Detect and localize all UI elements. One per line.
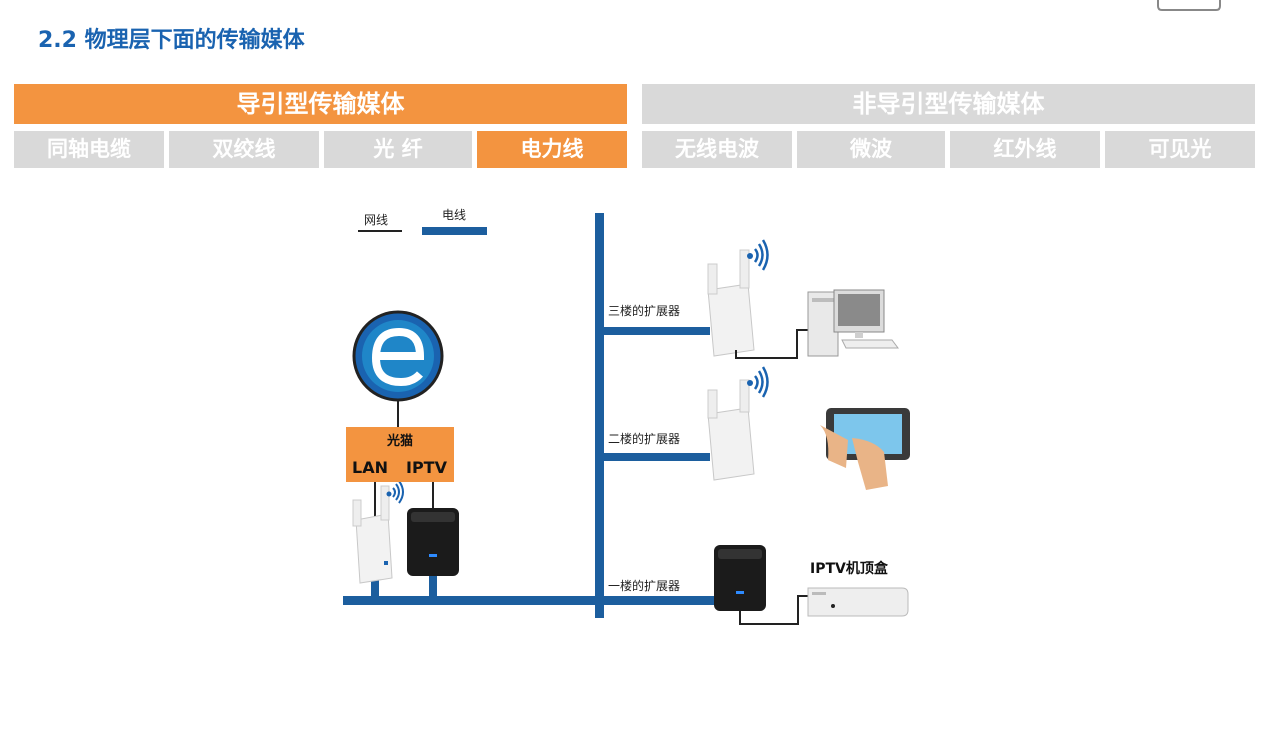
modem-label: 光猫 <box>386 434 413 449</box>
settop-box-icon <box>807 587 909 617</box>
wifi-signal-3f-icon <box>747 239 769 271</box>
tab-optical-fiber[interactable]: 光 纤 <box>324 131 472 168</box>
cable-3f-to-desktop <box>735 329 808 359</box>
iptv-port-label: IPTV <box>406 458 447 477</box>
category-unguided-media[interactable]: 非导引型传输媒体 <box>642 84 1255 124</box>
cable-1f-to-settop-box <box>739 595 808 625</box>
category-guided-media[interactable]: 导引型传输媒体 <box>14 84 627 124</box>
extender-2f-label: 二楼的扩展器 <box>608 432 681 446</box>
tab-coaxial-cable[interactable]: 同轴电缆 <box>14 131 164 168</box>
tab-twisted-pair[interactable]: 双绞线 <box>169 131 319 168</box>
wifi-signal-2f-icon <box>747 366 769 398</box>
vertical-power-line <box>595 213 604 618</box>
horizontal-power-line <box>343 596 723 605</box>
tab-visible-light[interactable]: 可见光 <box>1105 131 1255 168</box>
settop-box-label: IPTV机顶盒 <box>810 561 888 577</box>
wifi-signal-icon <box>386 480 404 504</box>
wifi-extender-2f-icon <box>707 379 755 481</box>
tab-infrared[interactable]: 红外线 <box>950 131 1100 168</box>
optical-modem: 光猫 LAN IPTV <box>346 427 454 482</box>
drop-line-wifi-extender <box>371 576 379 598</box>
extender-1f-label: 一楼的扩展器 <box>608 579 681 593</box>
page-title: 2.2 物理层下面的传输媒体 <box>38 28 305 53</box>
branch-line-2f <box>603 453 710 461</box>
plc-adapter-icon <box>407 508 459 576</box>
extender-3f-label: 三楼的扩展器 <box>608 304 681 318</box>
wifi-extender-icon <box>352 485 393 584</box>
drop-line-plc-adapter <box>429 576 437 598</box>
tablet-icon <box>820 408 910 490</box>
lan-port-label: LAN <box>352 458 388 477</box>
legend-power-line-label: 电线 <box>442 208 467 222</box>
corner-decoration <box>1157 0 1221 11</box>
tab-microwave[interactable]: 微波 <box>797 131 945 168</box>
legend-network-cable-label: 网线 <box>364 213 389 227</box>
internet-icon <box>352 310 444 402</box>
branch-line-3f <box>603 327 710 335</box>
plc-adapter-1f-icon <box>714 545 766 611</box>
tab-power-line[interactable]: 电力线 <box>477 131 627 168</box>
wifi-extender-3f-icon <box>707 249 755 357</box>
tab-radio-waves[interactable]: 无线电波 <box>642 131 792 168</box>
desktop-computer-icon <box>807 289 899 357</box>
